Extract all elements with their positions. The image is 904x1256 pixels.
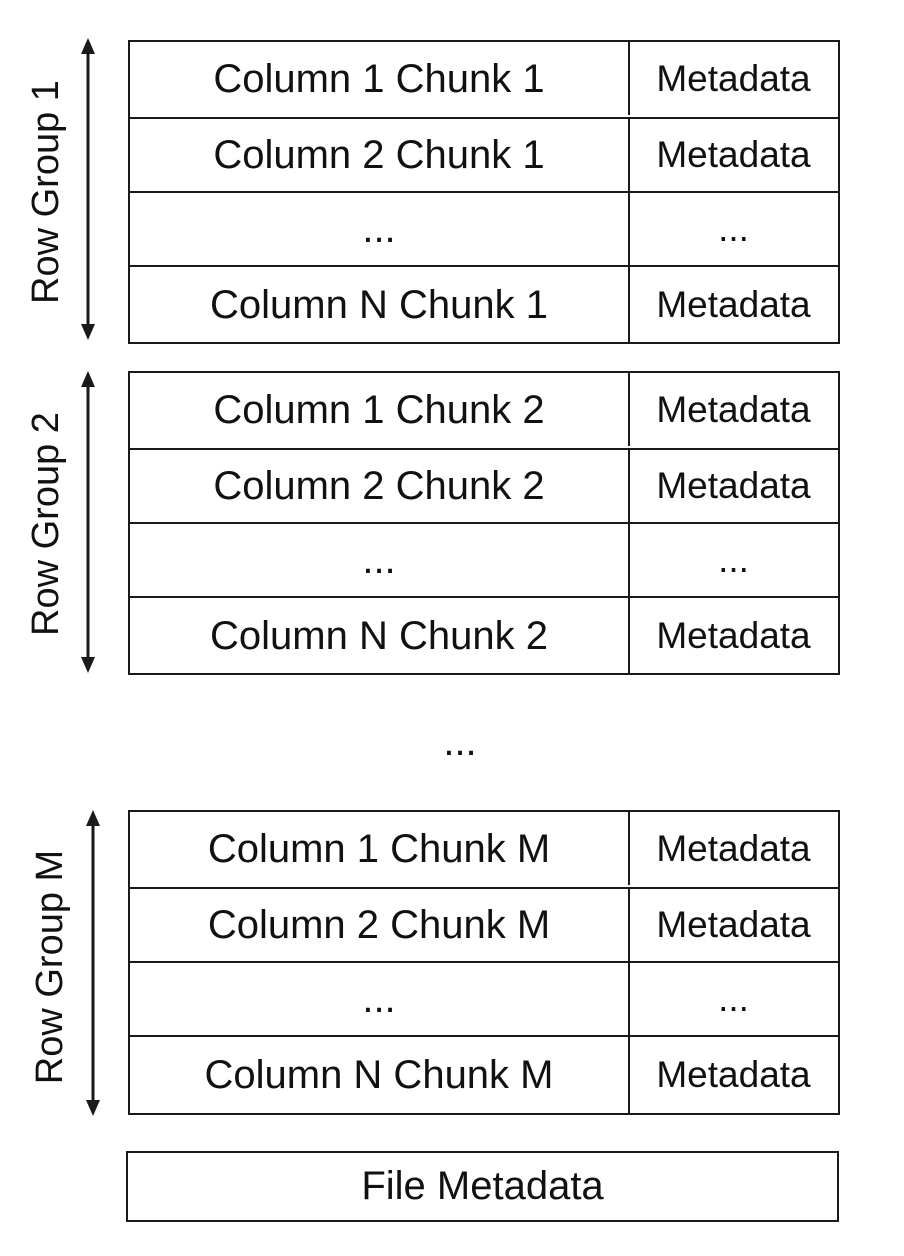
ellipsis-row: ... ... bbox=[130, 192, 838, 265]
column-chunk: Column 2 Chunk 2 bbox=[130, 449, 630, 522]
column-chunk-ellipsis: ... bbox=[130, 523, 630, 596]
column-chunk-row: Column 1 Chunk M Metadata bbox=[130, 812, 838, 885]
column-chunk: Column N Chunk M bbox=[130, 1036, 630, 1113]
chunk-metadata: Metadata bbox=[656, 134, 811, 175]
row-group-1-span-arrow bbox=[81, 38, 95, 340]
column-chunk-row: Column N Chunk M Metadata bbox=[130, 1036, 838, 1113]
row-group-2-label: Row Group 2 bbox=[24, 412, 67, 636]
column-chunk-row: Column N Chunk 1 Metadata bbox=[130, 266, 838, 343]
chunk-metadata-ellipsis: ... bbox=[718, 539, 749, 580]
row-group-m-label: Row Group M bbox=[28, 849, 71, 1085]
ellipsis-row: ... ... bbox=[130, 523, 838, 596]
chunk-metadata: Metadata bbox=[656, 1054, 811, 1095]
row-group-m-span-arrow bbox=[86, 810, 100, 1116]
chunk-metadata: Metadata bbox=[656, 284, 811, 325]
column-chunk-ellipsis: ... bbox=[130, 962, 630, 1035]
chunk-metadata: Metadata bbox=[656, 389, 811, 430]
more-row-groups-ellipsis: ... bbox=[443, 720, 477, 764]
column-chunk: Column 1 Chunk M bbox=[130, 812, 630, 885]
column-chunk: Column 1 Chunk 1 bbox=[130, 42, 630, 115]
column-chunk: Column N Chunk 2 bbox=[130, 597, 630, 674]
ellipsis-row: ... ... bbox=[130, 962, 838, 1035]
chunk-metadata: Metadata bbox=[656, 58, 811, 99]
chunk-metadata-ellipsis: ... bbox=[718, 208, 749, 249]
row-group-2: Column 1 Chunk 2 Metadata Column 2 Chunk… bbox=[128, 371, 840, 675]
row-group-1-label: Row Group 1 bbox=[24, 80, 67, 304]
chunk-metadata-ellipsis: ... bbox=[718, 978, 749, 1019]
row-group-1: Column 1 Chunk 1 Metadata Column 2 Chunk… bbox=[128, 40, 840, 344]
column-chunk: Column N Chunk 1 bbox=[130, 266, 630, 343]
column-chunk-row: Column N Chunk 2 Metadata bbox=[130, 597, 838, 674]
column-chunk-row: Column 2 Chunk M Metadata bbox=[130, 888, 838, 961]
chunk-metadata: Metadata bbox=[656, 465, 811, 506]
chunk-metadata: Metadata bbox=[656, 828, 811, 869]
column-chunk: Column 2 Chunk 1 bbox=[130, 118, 630, 191]
row-group-m: Column 1 Chunk M Metadata Column 2 Chunk… bbox=[128, 810, 840, 1115]
column-chunk-row: Column 1 Chunk 2 Metadata bbox=[130, 373, 838, 446]
column-chunk: Column 1 Chunk 2 bbox=[130, 373, 630, 446]
chunk-metadata: Metadata bbox=[656, 615, 811, 656]
column-chunk-ellipsis: ... bbox=[130, 192, 630, 265]
column-chunk-row: Column 1 Chunk 1 Metadata bbox=[130, 42, 838, 115]
row-group-2-span-arrow bbox=[81, 371, 95, 673]
file-metadata-box: File Metadata bbox=[126, 1151, 839, 1222]
column-chunk-row: Column 2 Chunk 1 Metadata bbox=[130, 118, 838, 191]
column-chunk: Column 2 Chunk M bbox=[130, 888, 630, 961]
chunk-metadata: Metadata bbox=[656, 904, 811, 945]
column-chunk-row: Column 2 Chunk 2 Metadata bbox=[130, 449, 838, 522]
